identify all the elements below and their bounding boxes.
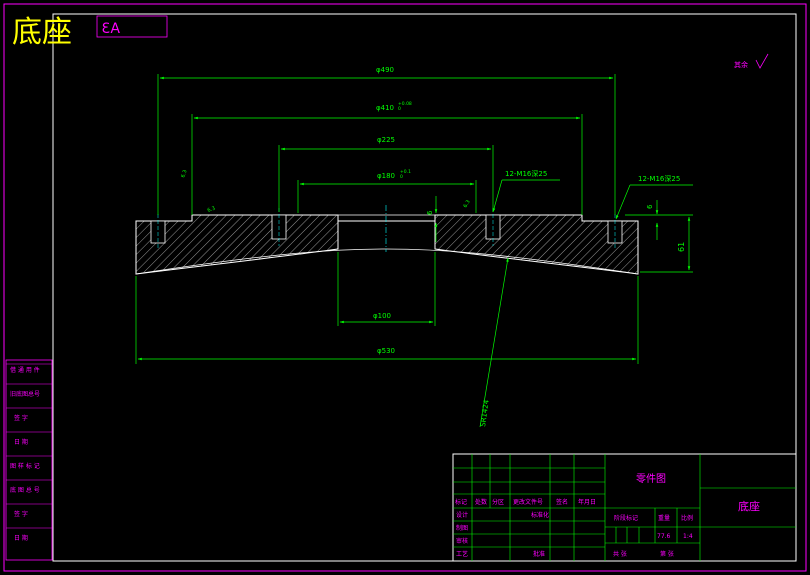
dim-depth-6-right: 6	[646, 204, 654, 209]
drawing-scale: 1:4	[683, 533, 693, 540]
left-revision-strip: 借 通 用 件 旧底图总号 签 字 日 期 图 样 标 记 底 图 总 号 签 …	[5, 359, 53, 561]
svg-text:工艺: 工艺	[456, 550, 468, 558]
svg-text:批准: 批准	[533, 550, 545, 558]
svg-text:处数: 处数	[475, 498, 487, 506]
roughness-3: 6.3	[463, 199, 472, 209]
strip-cell-7: 日 期	[14, 534, 28, 542]
dim-depth-6-left: 6	[426, 210, 434, 215]
strip-cell-0: 借 通 用 件	[10, 366, 40, 374]
svg-text:其余: 其余	[734, 60, 748, 69]
dimension-texts: φ490 φ410 +0.08 0 φ225 φ180 +0.1 0 φ100 …	[180, 66, 686, 427]
strip-cell-5: 底 图 总 号	[10, 486, 40, 494]
svg-text:标准化: 标准化	[531, 511, 549, 519]
note-thread-right: 12-M16深25	[638, 174, 680, 183]
dim-d225: φ225	[377, 136, 395, 144]
threaded-holes	[150, 208, 623, 250]
roughness-2: 6.3	[207, 206, 217, 214]
strip-cell-2: 签 字	[14, 414, 28, 422]
drawing-type: 零件图	[636, 473, 666, 485]
dim-sphere-radius: SR1424	[479, 399, 491, 428]
svg-text:比例: 比例	[681, 514, 693, 522]
strip-cell-4: 图 样 标 记	[10, 462, 40, 470]
part-name: 底座	[738, 499, 760, 513]
dim-height-61: 61	[677, 242, 686, 252]
dim-d100: φ100	[373, 312, 391, 320]
dim-d490: φ490	[376, 66, 394, 74]
svg-text:设计: 设计	[456, 511, 468, 519]
svg-text:年月日: 年月日	[578, 498, 596, 506]
svg-text:标记: 标记	[455, 498, 467, 506]
general-roughness-note: 其余	[734, 53, 769, 69]
sheet-size-label: A3	[102, 21, 120, 37]
svg-text:重量: 重量	[658, 514, 670, 522]
dim-d410: φ410	[376, 104, 394, 112]
title-block: 零件图 底座 标记 处数 分区 更改文件号 签名 年月日 设计 标准化 制图 审…	[452, 453, 797, 562]
dim-d180: φ180	[377, 172, 395, 180]
dim-d530: φ530	[377, 347, 395, 355]
dim-d180-tol-upper: +0.1	[400, 169, 411, 175]
strip-cell-3: 日 期	[14, 438, 28, 446]
svg-text:制图: 制图	[456, 524, 468, 532]
dim-d410-tol-lower: 0	[398, 106, 401, 112]
dimension-lines	[135, 74, 693, 428]
svg-text:阶段标记: 阶段标记	[614, 514, 638, 522]
strip-cell-1: 旧底图总号	[10, 390, 40, 398]
outer-border	[3, 3, 807, 572]
base-part-section	[135, 205, 639, 275]
strip-cell-6: 签 字	[14, 510, 28, 518]
part-weight: 77.6	[657, 533, 671, 540]
svg-text:签名: 签名	[556, 498, 568, 506]
dim-d180-tol-lower: 0	[400, 174, 403, 180]
svg-text:更改文件号: 更改文件号	[513, 498, 543, 506]
svg-text:共 张: 共 张	[613, 550, 627, 558]
svg-text:审核: 审核	[456, 537, 468, 545]
inner-frame	[52, 13, 797, 562]
roughness-1: 6.3	[180, 169, 188, 179]
note-thread-left: 12-M16深25	[505, 169, 547, 178]
svg-text:分区: 分区	[492, 498, 504, 506]
dim-d410-tol-upper: +0.08	[398, 101, 412, 107]
sheet-size-box	[96, 15, 168, 38]
page-title: 底座	[12, 15, 72, 50]
svg-text:第 张: 第 张	[660, 550, 674, 558]
